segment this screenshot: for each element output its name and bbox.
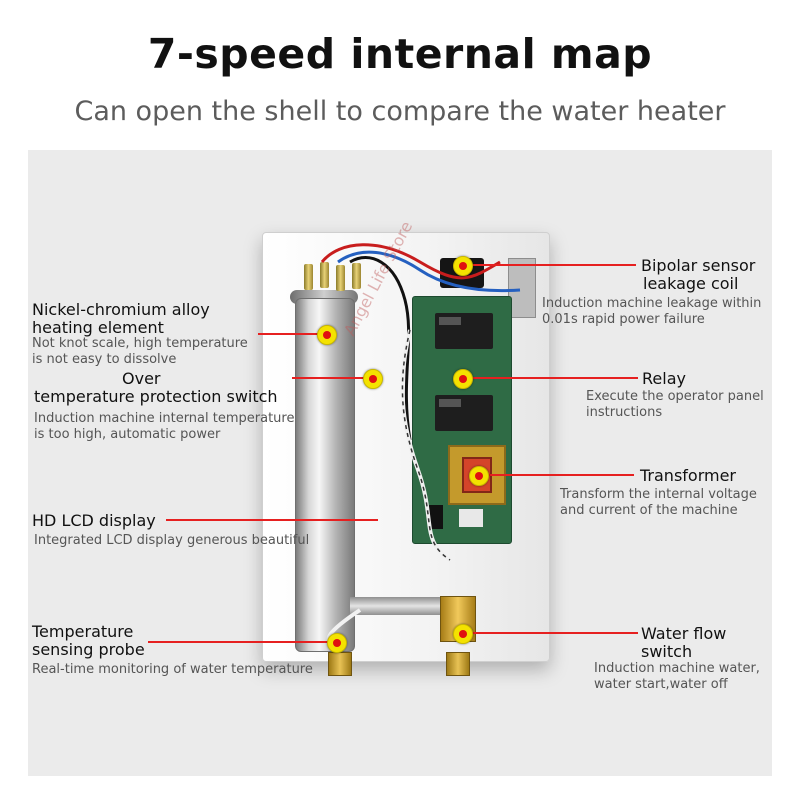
- callout-line-lcd: [166, 519, 378, 521]
- callout-line-bipolar: [464, 264, 636, 266]
- marker-waterflow: [453, 624, 473, 644]
- callout-line-waterflow: [462, 632, 638, 634]
- desc-overtemp: Induction machine internal temperature i…: [34, 411, 295, 442]
- desc-probe: Real-time monitoring of water temperatur…: [32, 662, 313, 677]
- desc-lcd: Integrated LCD display generous beautifu…: [34, 533, 310, 548]
- desc-waterflow: Induction machine water, water start,wat…: [594, 661, 760, 692]
- desc-transformer: Transform the internal voltage and curre…: [560, 487, 757, 518]
- marker-relay: [453, 369, 473, 389]
- callout-line-probe: [148, 641, 338, 643]
- heating-element-tube: [295, 298, 355, 652]
- label-overtemp: Over temperature protection switch: [34, 369, 278, 406]
- label-nichrome: Nickel-chromium alloy heating element: [32, 300, 210, 337]
- marker-nichrome: [317, 325, 337, 345]
- label-transformer: Transformer: [640, 466, 737, 485]
- relay-lower: [435, 395, 493, 431]
- callout-line-nichrome: [258, 333, 328, 335]
- marker-probe: [327, 633, 347, 653]
- callout-line-relay: [462, 377, 638, 379]
- desc-nichrome: Not knot scale, high temperature is not …: [32, 336, 248, 367]
- page-title: 7-speed internal map: [147, 30, 653, 78]
- circuit-board: [412, 296, 512, 544]
- callout-line-transformer: [478, 474, 634, 476]
- label-waterflow: Water flow switch: [641, 624, 727, 661]
- callout-line-overtemp: [292, 377, 372, 379]
- marker-transformer: [469, 466, 489, 486]
- metal-bracket: [508, 258, 536, 318]
- label-lcd: HD LCD display: [32, 511, 156, 530]
- desc-relay: Execute the operator panel instructions: [586, 389, 764, 420]
- label-bipolar: Bipolar sensor leakage coil: [641, 256, 756, 293]
- desc-bipolar: Induction machine leakage within 0.01s r…: [542, 296, 762, 327]
- label-relay: Relay: [642, 369, 686, 388]
- water-pipe: [350, 597, 450, 615]
- label-probe: Temperature sensing probe: [32, 622, 145, 659]
- marker-bipolar: [453, 256, 473, 276]
- outlet-fitting: [446, 652, 470, 676]
- page-subtitle: Can open the shell to compare the water …: [74, 96, 726, 127]
- inlet-fitting: [328, 652, 352, 676]
- relay-upper: [435, 313, 493, 349]
- marker-overtemp: [363, 369, 383, 389]
